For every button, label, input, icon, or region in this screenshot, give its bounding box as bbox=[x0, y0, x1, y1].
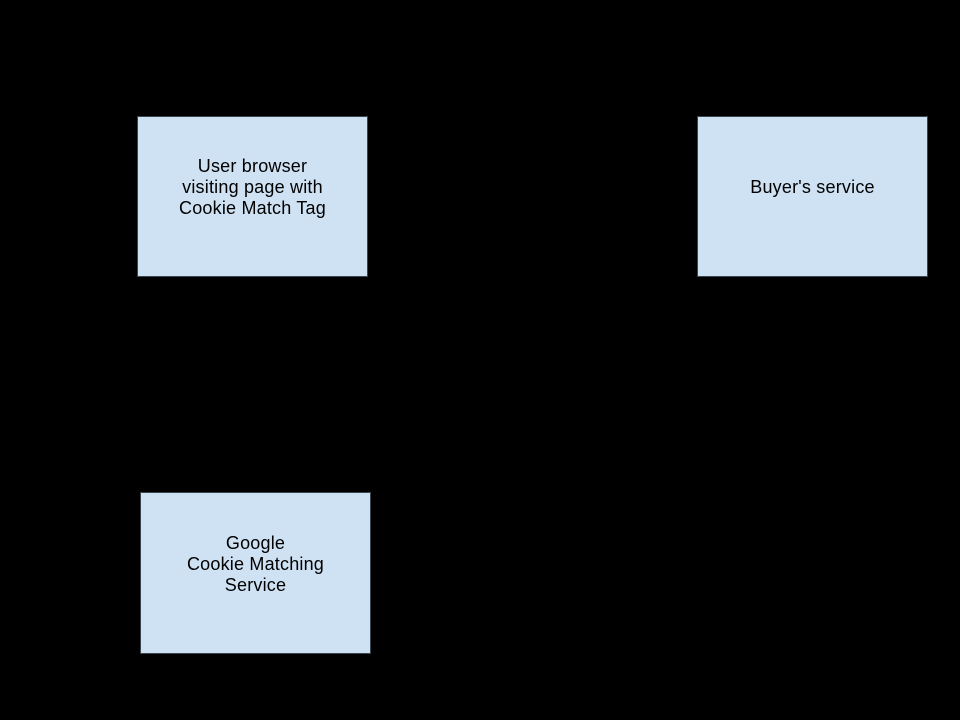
node-label-line: visiting page with bbox=[182, 177, 323, 197]
node-label-line: Service bbox=[224, 574, 287, 595]
node-google-cookie-matching-service-label: Google Cookie Matching Service bbox=[141, 533, 370, 596]
node-user-browser-label: User browser visiting page with Cookie M… bbox=[138, 156, 367, 219]
node-buyers-service-label: Buyer's service bbox=[698, 177, 927, 198]
node-google-cookie-matching-service: Google Cookie Matching Service bbox=[140, 492, 371, 654]
node-label-line: User browser bbox=[197, 156, 308, 176]
node-label-line: Cookie Match Tag bbox=[179, 198, 326, 218]
node-label-line: Cookie Matching bbox=[186, 553, 325, 574]
node-buyers-service: Buyer's service bbox=[697, 116, 928, 277]
node-label-line: Google bbox=[225, 532, 286, 553]
node-user-browser: User browser visiting page with Cookie M… bbox=[137, 116, 368, 277]
node-label-line: Buyer's service bbox=[750, 177, 875, 197]
